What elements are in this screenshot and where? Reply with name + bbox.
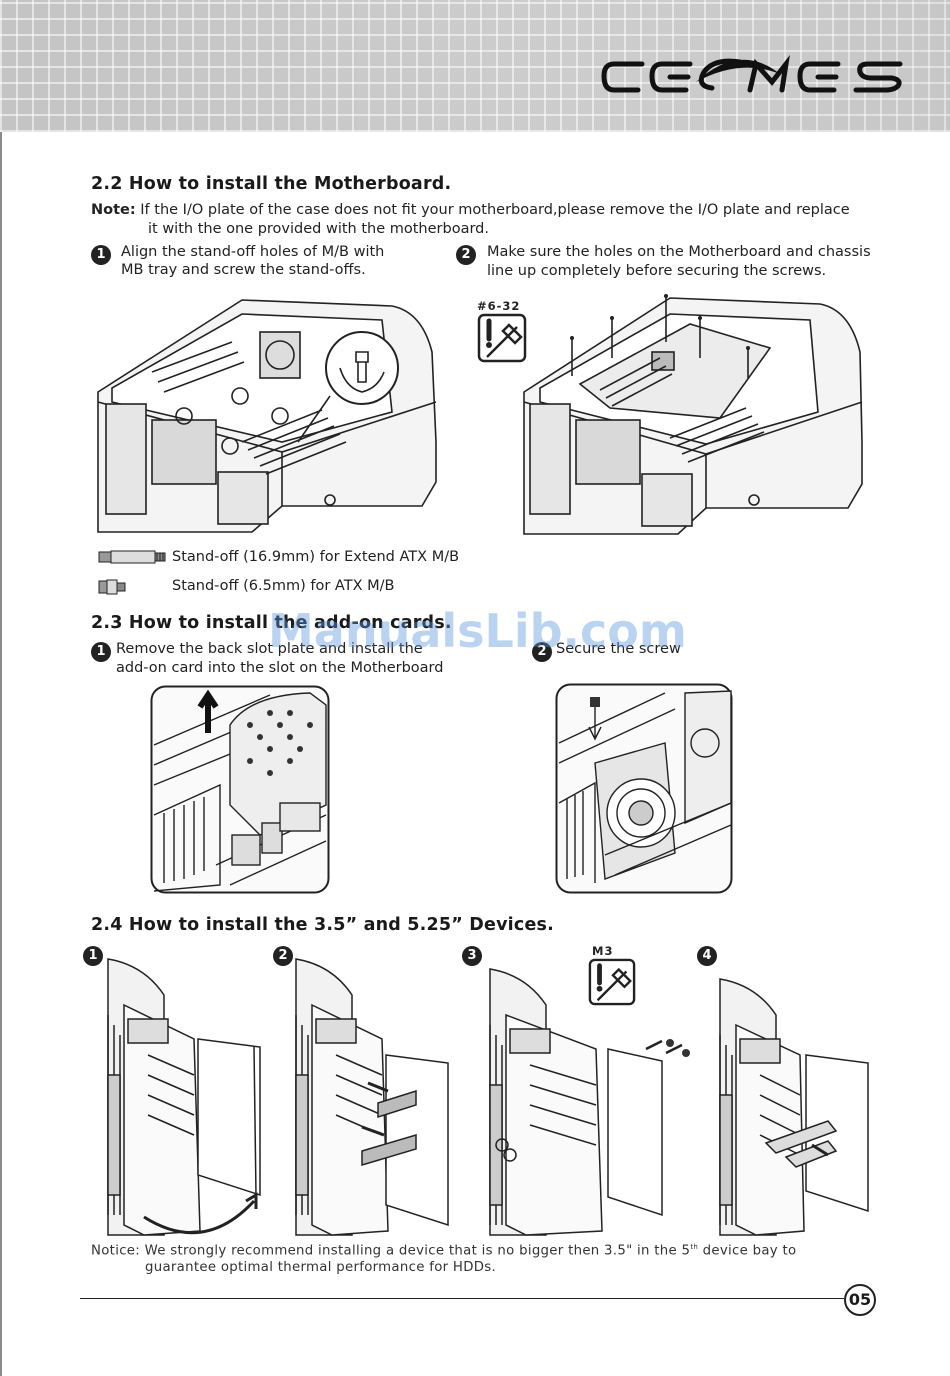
figure-device-step-2: [292, 955, 454, 1237]
notice-line-1-b: device bay to: [698, 1243, 797, 1259]
watermark: ManualsLib.com: [268, 604, 687, 658]
addon-step-2-badge: 2: [532, 642, 552, 662]
step-1-badge: 1: [91, 245, 111, 265]
cosmos-logo: [600, 52, 918, 102]
note-line-2: it with the one provided with the mother…: [148, 221, 489, 237]
notice-line-2: guarantee optimal thermal performance fo…: [145, 1260, 497, 1276]
figure-secure-screw: [555, 683, 733, 894]
standoff-long-icon: [97, 548, 169, 566]
section-2-3-title: 2.3 How to install the add-on cards.: [91, 613, 452, 633]
device-step-2-badge: 2: [273, 946, 293, 966]
addon-step-1-line-1: Remove the back slot plate and install t…: [116, 641, 423, 657]
left-border-rule: [0, 132, 2, 1376]
section-2-2-title: 2.2 How to install the Motherboard.: [91, 174, 452, 194]
notice-line-1-a: Notice: We strongly recommend installing…: [91, 1243, 691, 1259]
figure-chassis-standoffs: [92, 292, 442, 536]
screwdriver-tool-6-32: #6-32: [477, 299, 529, 363]
device-step-3-badge: 3: [462, 946, 482, 966]
header-band: [0, 0, 950, 132]
page-number: 05: [844, 1284, 876, 1316]
addon-step-1-line-2: add-on card into the slot on the Motherb…: [116, 660, 444, 676]
notice-text: Notice: We strongly recommend installing…: [91, 1239, 796, 1276]
figure-remove-slot-plate: [150, 685, 330, 894]
notice-line-1: Notice: We strongly recommend installing…: [91, 1239, 796, 1259]
note-line-1: Note: If the I/O plate of the case does …: [91, 201, 850, 220]
figure-device-step-3: [486, 965, 694, 1237]
standoff-long-label: Stand-off (16.9mm) for Extend ATX M/B: [172, 549, 460, 565]
step-1-line-2: MB tray and screw the stand-offs.: [121, 262, 366, 278]
addon-step-1-badge: 1: [91, 642, 111, 662]
step-2-line-2: line up completely before securing the s…: [487, 263, 827, 279]
section-2-4-title: 2.4 How to install the 3.5” and 5.25” De…: [91, 915, 554, 935]
step-1-line-1: Align the stand-off holes of M/B with: [121, 244, 385, 260]
standoff-short-icon: [97, 576, 127, 598]
note-text-1: If the I/O plate of the case does not fi…: [140, 202, 850, 218]
addon-step-2-line-1: Secure the screw: [556, 641, 681, 657]
footer-rule: [80, 1298, 844, 1299]
step-2-line-1: Make sure the holes on the Motherboard a…: [487, 244, 871, 260]
screwdriver-icon: [588, 958, 636, 1006]
device-step-1-badge: 1: [83, 946, 103, 966]
figure-chassis-motherboard: [520, 288, 865, 536]
screwdriver-tool-m3: M3: [588, 944, 636, 1008]
screwdriver-icon: [477, 313, 527, 363]
screw-size-label-6-32: #6-32: [477, 299, 521, 313]
device-step-4-badge: 4: [697, 946, 717, 966]
figure-device-step-4: [716, 975, 876, 1237]
standoff-short-label: Stand-off (6.5mm) for ATX M/B: [172, 578, 395, 594]
screw-size-label-m3: M3: [592, 944, 614, 958]
notice-line-1-sup: th: [690, 1243, 699, 1251]
step-2-badge: 2: [456, 245, 476, 265]
note-label: Note:: [91, 202, 136, 218]
figure-device-step-1: [104, 955, 266, 1237]
